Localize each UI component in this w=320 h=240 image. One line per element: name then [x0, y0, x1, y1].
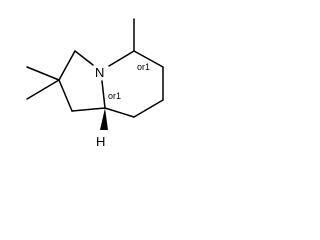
bond-c8a-n — [101, 80, 106, 109]
molecule-structure: N H or1 or1 — [26, 18, 164, 149]
bond-c7-c8 — [133, 99, 164, 118]
wedge-bond-c8a-h — [100, 108, 108, 130]
bond-c5-c6 — [133, 50, 164, 68]
stereo-label-c5: or1 — [137, 62, 150, 72]
bond-c8-c8a — [104, 107, 135, 118]
stereo-label-c8a: or1 — [108, 91, 121, 101]
bond-c1-c8a — [71, 107, 106, 112]
bond-c2-methyl-a — [26, 66, 60, 81]
hydrogen-atom-label: H — [96, 134, 105, 149]
nitrogen-atom-label: N — [95, 65, 104, 80]
bond-n-c5 — [108, 50, 135, 67]
bond-c2-methyl-b — [26, 79, 60, 100]
bond-c2-c1 — [58, 79, 73, 112]
bond-c3-c2 — [58, 50, 76, 81]
bond-c3-n — [74, 50, 94, 66]
